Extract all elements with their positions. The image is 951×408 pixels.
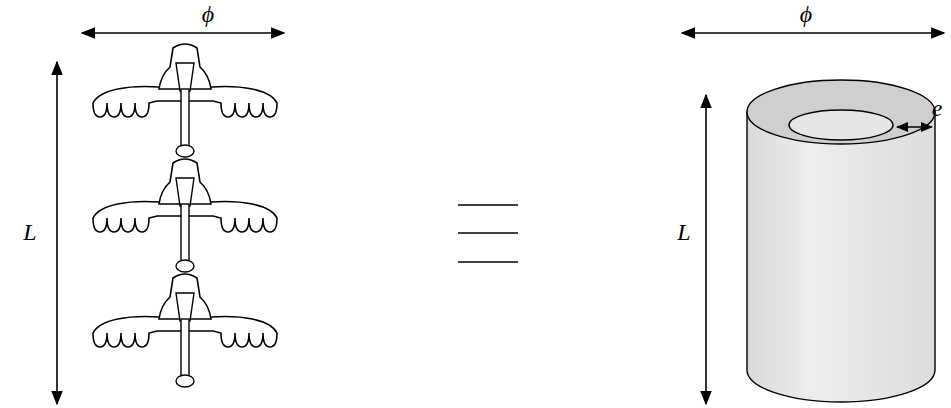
equivalence-sign — [458, 205, 518, 262]
length-arrow — [705, 95, 707, 404]
diameter-label: ϕ — [202, 2, 214, 26]
thickness-label: e — [932, 96, 943, 120]
thickness-arrow — [897, 126, 932, 127]
hollow-cylinder — [747, 80, 935, 402]
diameter-label: ϕ — [800, 2, 812, 26]
length-label: L — [677, 220, 690, 244]
diameter-arrow — [682, 32, 944, 34]
insulator-string — [93, 44, 277, 387]
length-label: L — [23, 220, 36, 244]
length-arrow — [56, 62, 58, 404]
diameter-arrow — [82, 32, 284, 34]
